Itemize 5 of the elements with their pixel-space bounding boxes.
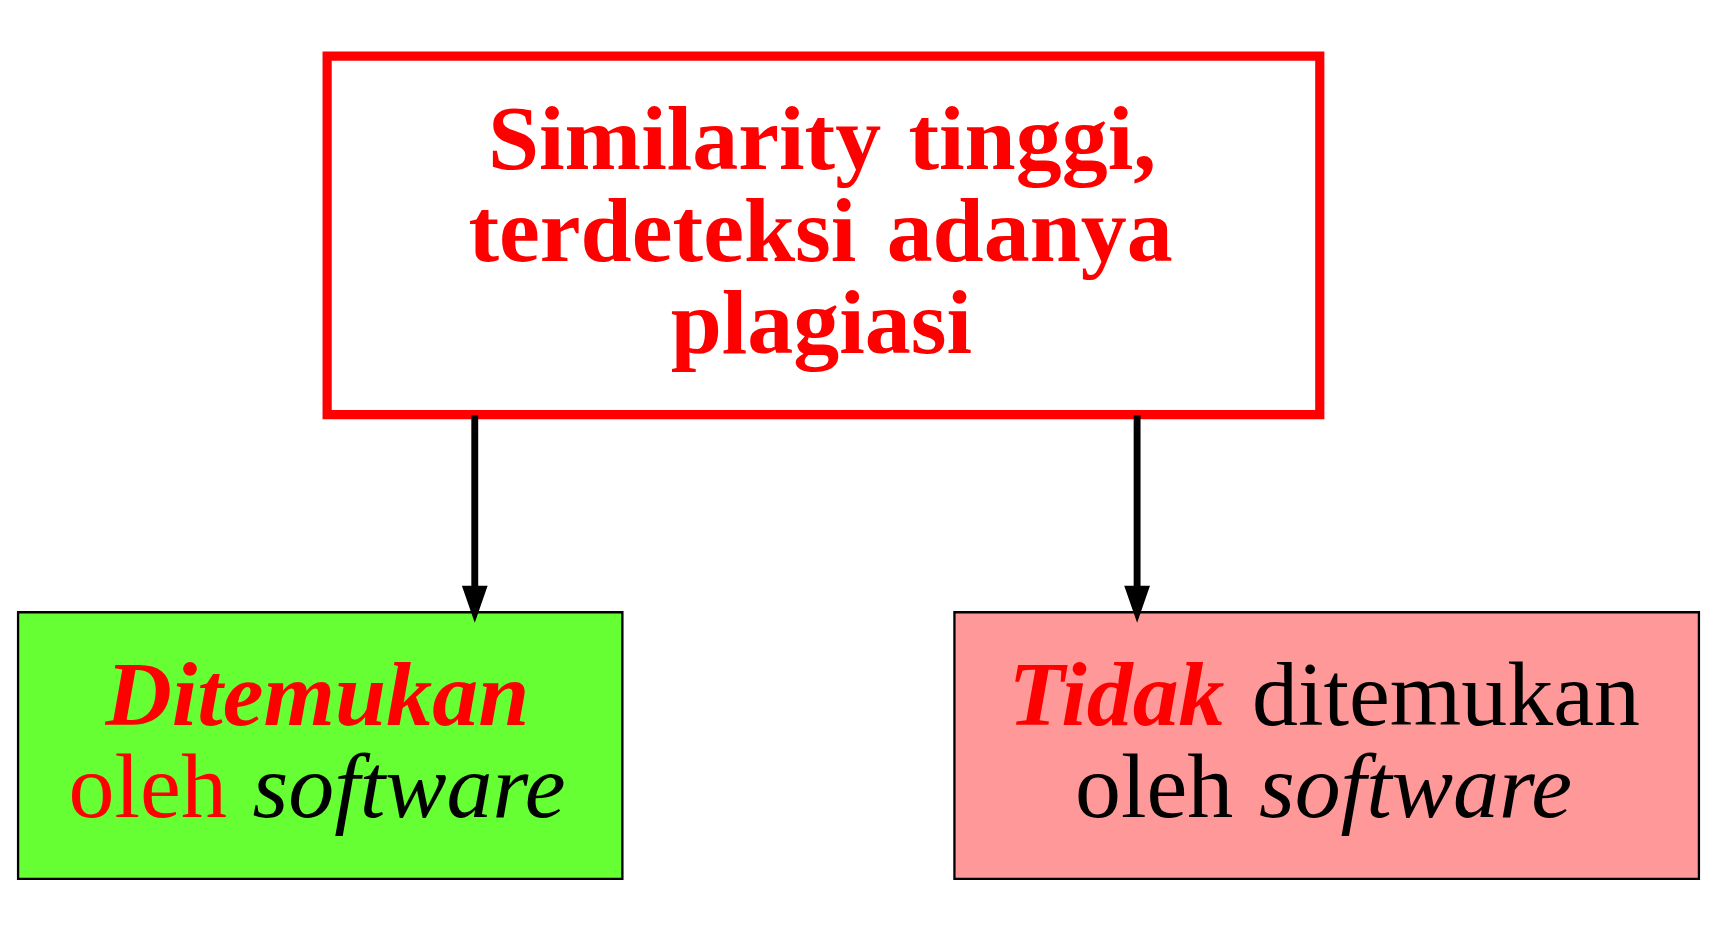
node-box: Tidak ditemukan oleh software — [953, 610, 1701, 880]
node-box: Similarity tinggi, terdeteksi adanya plagiasi — [322, 51, 1325, 419]
arrow — [1124, 414, 1150, 623]
arrow — [461, 414, 488, 623]
node-box: Ditemukan oleh software — [16, 610, 624, 880]
